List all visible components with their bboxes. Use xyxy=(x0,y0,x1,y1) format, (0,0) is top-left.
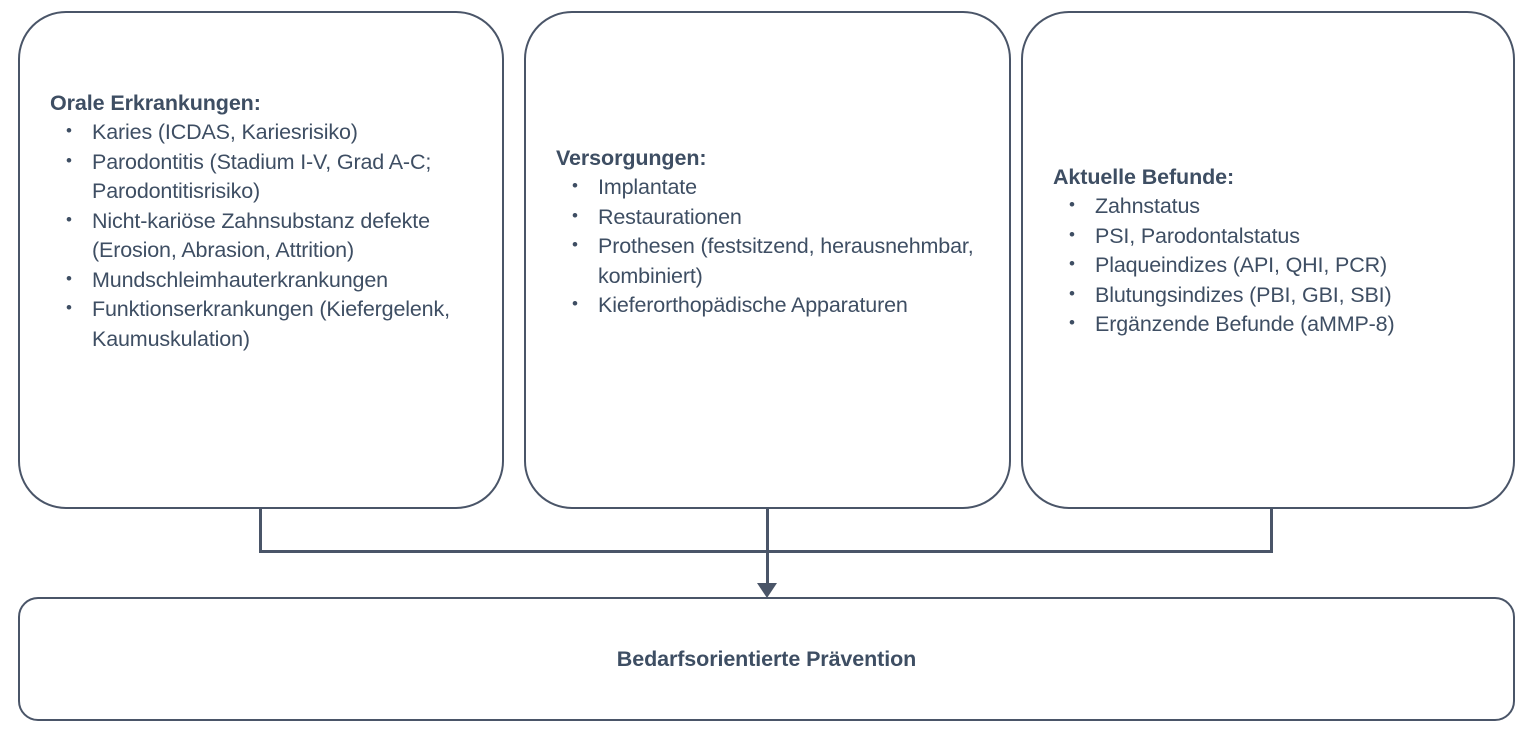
list-item: Blutungsindizes (PBI, GBI, SBI) xyxy=(1053,280,1495,310)
list-item: Funktionserkrankungen (Kiefergelenk, Kau… xyxy=(50,294,484,354)
node-oral-diseases-title: Orale Erkrankungen: xyxy=(50,91,261,115)
node-current-findings-content: Aktuelle Befunde: Zahnstatus PSI, Parodo… xyxy=(1053,163,1495,340)
node-care-provisions-title: Versorgungen: xyxy=(556,146,707,170)
node-needs-based-prevention-label: Bedarfsorientierte Prävention xyxy=(616,646,917,671)
connector-stub-right xyxy=(1270,508,1273,553)
connector-stub-left xyxy=(259,508,262,553)
node-oral-diseases-list: Karies (ICDAS, Kariesrisiko) Parodontiti… xyxy=(50,117,484,354)
node-care-provisions[interactable]: Versorgungen: Implantate Restaurationen … xyxy=(524,11,1011,509)
node-current-findings[interactable]: Aktuelle Befunde: Zahnstatus PSI, Parodo… xyxy=(1021,11,1515,509)
node-current-findings-title: Aktuelle Befunde: xyxy=(1053,165,1235,189)
connector-stub-middle xyxy=(766,508,769,553)
list-item: Restaurationen xyxy=(556,202,991,232)
node-oral-diseases-content: Orale Erkrankungen: Karies (ICDAS, Karie… xyxy=(50,89,484,354)
arrow-down-icon xyxy=(757,583,777,598)
node-care-provisions-list: Implantate Restaurationen Prothesen (fes… xyxy=(556,172,991,320)
list-item: Implantate xyxy=(556,172,991,202)
list-item: Kieferorthopädische Apparaturen xyxy=(556,290,991,320)
list-item: Plaqueindizes (API, QHI, PCR) xyxy=(1053,250,1495,280)
connector-arrow-shaft xyxy=(766,550,769,588)
node-needs-based-prevention[interactable]: Bedarfsorientierte Prävention xyxy=(18,597,1515,721)
node-current-findings-list: Zahnstatus PSI, Parodontalstatus Plaquei… xyxy=(1053,191,1495,339)
list-item: Prothesen (festsitzend, herausnehmbar, k… xyxy=(556,231,991,291)
list-item: Parodontitis (Stadium I-V, Grad A-C; Par… xyxy=(50,147,484,207)
list-item: Nicht-kariöse Zahnsubstanz defekte (Eros… xyxy=(50,206,484,266)
list-item: Zahnstatus xyxy=(1053,191,1495,221)
list-item: Karies (ICDAS, Kariesrisiko) xyxy=(50,117,484,147)
list-item: Ergänzende Befunde (aMMP-8) xyxy=(1053,309,1495,339)
list-item: PSI, Parodontalstatus xyxy=(1053,221,1495,251)
node-care-provisions-content: Versorgungen: Implantate Restaurationen … xyxy=(556,144,991,321)
list-item: Mundschleimhauterkrankungen xyxy=(50,265,484,295)
node-oral-diseases[interactable]: Orale Erkrankungen: Karies (ICDAS, Karie… xyxy=(18,11,504,509)
